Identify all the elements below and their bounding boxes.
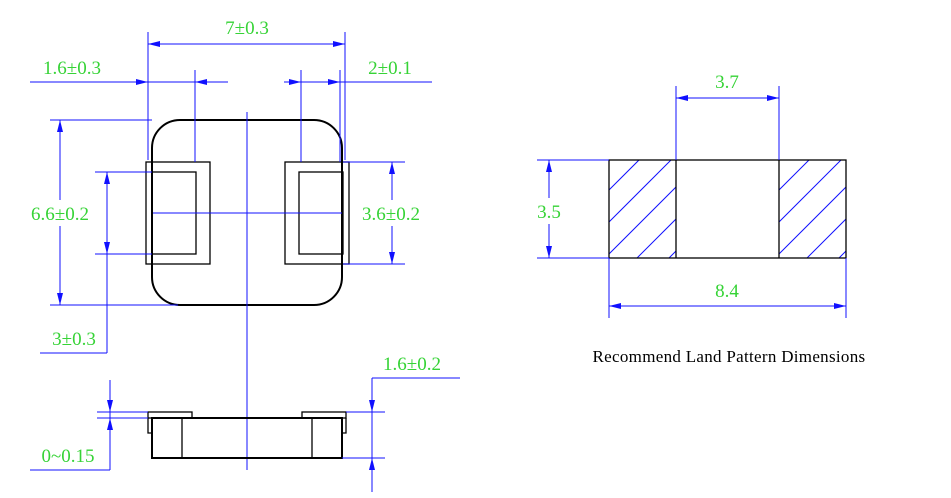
land-pattern-outline <box>608 159 847 259</box>
dim-label-land-total: 8.4 <box>715 281 739 302</box>
land-pattern-caption: Recommend Land Pattern Dimensions <box>593 347 866 366</box>
dim-label-pad-gap: 2±0.1 <box>368 58 412 79</box>
right-pad-hatch <box>779 160 846 258</box>
dim-label-standoff: 0~0.15 <box>41 446 94 467</box>
dim-pad-width: 1.6±0.3 <box>30 58 228 162</box>
top-view <box>145 112 350 470</box>
dim-side-height: 1.6±0.2 <box>342 354 460 492</box>
side-view <box>147 411 347 459</box>
dim-pad-gap-right: 2±0.1 <box>284 58 432 162</box>
dim-pad-offset: 3±0.3 <box>40 171 152 354</box>
left-pad-hatch <box>609 160 676 258</box>
dim-label-land-height: 3.5 <box>537 202 561 223</box>
dim-overall-length: 7±0.3 <box>147 18 346 160</box>
dim-standoff: 0~0.15 <box>30 380 148 471</box>
dim-label-pad-height: 3.6±0.2 <box>362 204 420 225</box>
dim-label-body-height: 6.6±0.2 <box>31 204 89 225</box>
land-pattern <box>608 159 847 259</box>
dim-land-height: 3.5 <box>530 159 609 259</box>
side-body <box>151 417 343 459</box>
dim-label-land-gap: 3.7 <box>715 72 739 93</box>
dim-label-overall-length: 7±0.3 <box>225 18 269 39</box>
dim-label-pad-width: 1.6±0.3 <box>43 58 101 79</box>
dim-land-gap: 3.7 <box>675 72 780 160</box>
dim-label-side-height: 1.6±0.2 <box>383 354 441 375</box>
dim-body-height: 6.6±0.2 <box>18 119 178 306</box>
dim-pad-height: 3.6±0.2 <box>343 161 431 265</box>
dim-land-total: 8.4 <box>608 258 847 318</box>
dim-label-pad-offset: 3±0.3 <box>52 329 96 350</box>
